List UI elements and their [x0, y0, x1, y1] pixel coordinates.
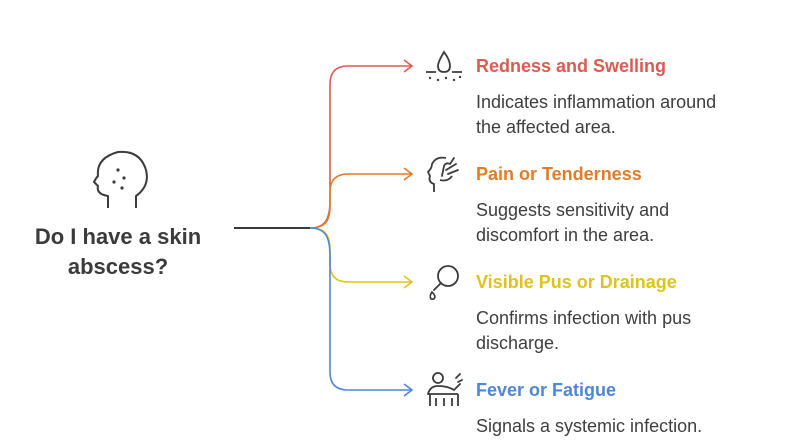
dropper-icon	[429, 265, 459, 301]
branch-title-pain: Pain or Tenderness	[476, 164, 642, 184]
branch-title-redness: Redness and Swelling	[476, 56, 667, 76]
arrowhead-redness	[403, 59, 414, 73]
branch-desc-pain: Suggests sensitivity and discomfort in t…	[476, 198, 776, 248]
desc-line: discharge.	[476, 333, 560, 353]
connector-redness	[309, 65, 412, 229]
branch-desc-fever: Signals a systemic infection.	[476, 414, 776, 439]
head-profile-icon	[93, 150, 148, 208]
inflamed-skin-icon	[426, 50, 462, 82]
branch-desc-pus: Confirms infection with pus discharge.	[476, 306, 776, 356]
arrowhead-pus	[403, 275, 414, 289]
desc-line: Signals a systemic infection.	[476, 416, 703, 436]
arrowhead-pain	[403, 167, 414, 181]
branch-desc-redness: Indicates inflammation around the affect…	[476, 90, 776, 140]
question-line-1: Do I have a skin	[34, 224, 202, 249]
central-question: Do I have a skin abscess?	[18, 222, 218, 282]
branch-fever: Fever or Fatigue Signals a systemic infe…	[476, 378, 776, 439]
pain-head-icon	[427, 156, 459, 192]
sick-person-icon	[427, 372, 463, 406]
desc-line: discomfort in the area.	[476, 225, 655, 245]
branch-title-pus: Visible Pus or Drainage	[476, 272, 677, 292]
connector-pus	[309, 227, 412, 283]
connector-pain	[309, 173, 412, 229]
desc-line: the affected area.	[476, 117, 616, 137]
desc-line: Confirms infection with pus	[476, 308, 692, 328]
arrowhead-fever	[403, 383, 414, 397]
branch-title-fever: Fever or Fatigue	[476, 380, 617, 400]
branch-pus: Visible Pus or Drainage Confirms infecti…	[476, 270, 776, 356]
desc-line: Suggests sensitivity and	[476, 200, 670, 220]
question-line-2: abscess?	[67, 254, 169, 279]
branch-redness: Redness and Swelling Indicates inflammat…	[476, 54, 776, 140]
connector-fever	[309, 227, 412, 391]
desc-line: Indicates inflammation around	[476, 92, 717, 112]
branch-pain: Pain or Tenderness Suggests sensitivity …	[476, 162, 776, 248]
